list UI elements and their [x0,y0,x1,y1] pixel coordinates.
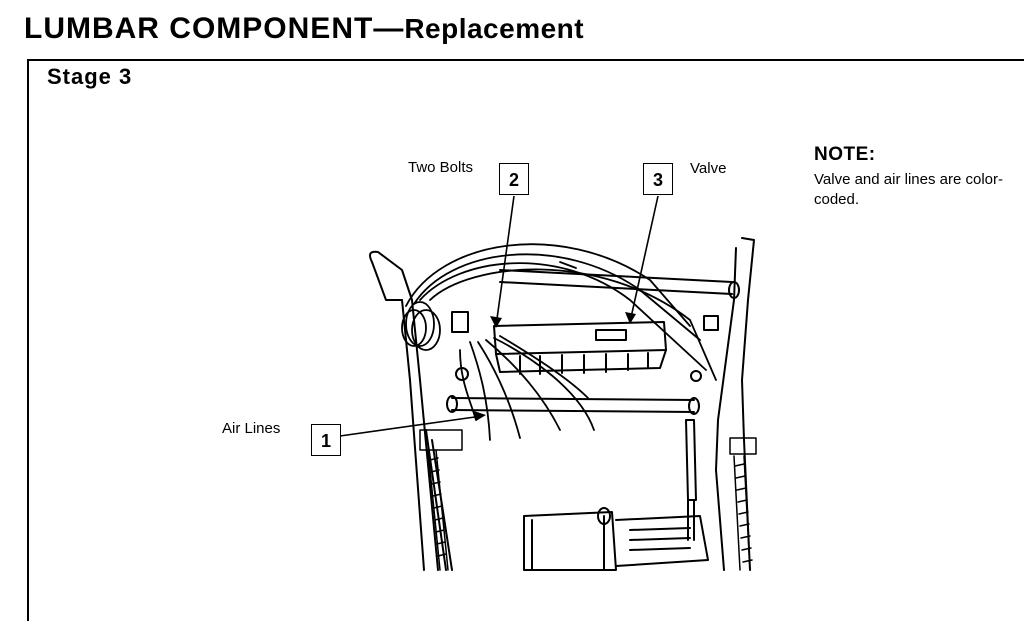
arrow-two-bolts [490,316,502,328]
valve-block [493,321,667,375]
leader-two-bolts [495,195,515,327]
arrow-air-lines [474,411,486,421]
note-heading: NOTE: [814,144,876,165]
right-bracket [703,315,719,331]
leader-arrowheads [474,312,636,421]
arrow-valve [625,312,636,324]
right-frame-rail [715,237,755,571]
page-title: LUMBAR COMPONENT—Replacement [24,12,584,46]
label-valve: Valve [690,160,727,177]
left-adjuster-screw [419,429,463,571]
left-frame-rail [369,250,453,571]
label-air-lines: Air Lines [222,420,281,437]
title-separator: — [373,12,405,45]
callout-2: 2 [499,163,529,195]
label-two-bolts: Two Bolts [408,159,474,176]
left-bracket [451,311,469,333]
upper-cross-bar [499,269,740,299]
left-pivot [455,367,469,381]
content-frame [27,59,1024,621]
callout-1: 1 [311,424,341,456]
callout-3: 3 [643,163,673,195]
leader-lines [339,195,659,437]
stage-label: Stage 3 [47,64,133,89]
loose-air-lines [459,335,595,441]
lumbar-diagram [339,195,757,571]
lumbar-motor [523,419,709,571]
note-body: Valve and air lines are color-coded. [814,171,1003,208]
title-main: LUMBAR COMPONENT [24,12,374,45]
right-pivot [690,370,702,382]
leader-valve [629,195,659,323]
coiled-air-lines [401,243,717,381]
lower-cross-bar [446,395,700,415]
leader-air-lines [339,415,483,437]
title-sub: Replacement [404,13,585,44]
right-adjuster-screw [729,437,757,571]
